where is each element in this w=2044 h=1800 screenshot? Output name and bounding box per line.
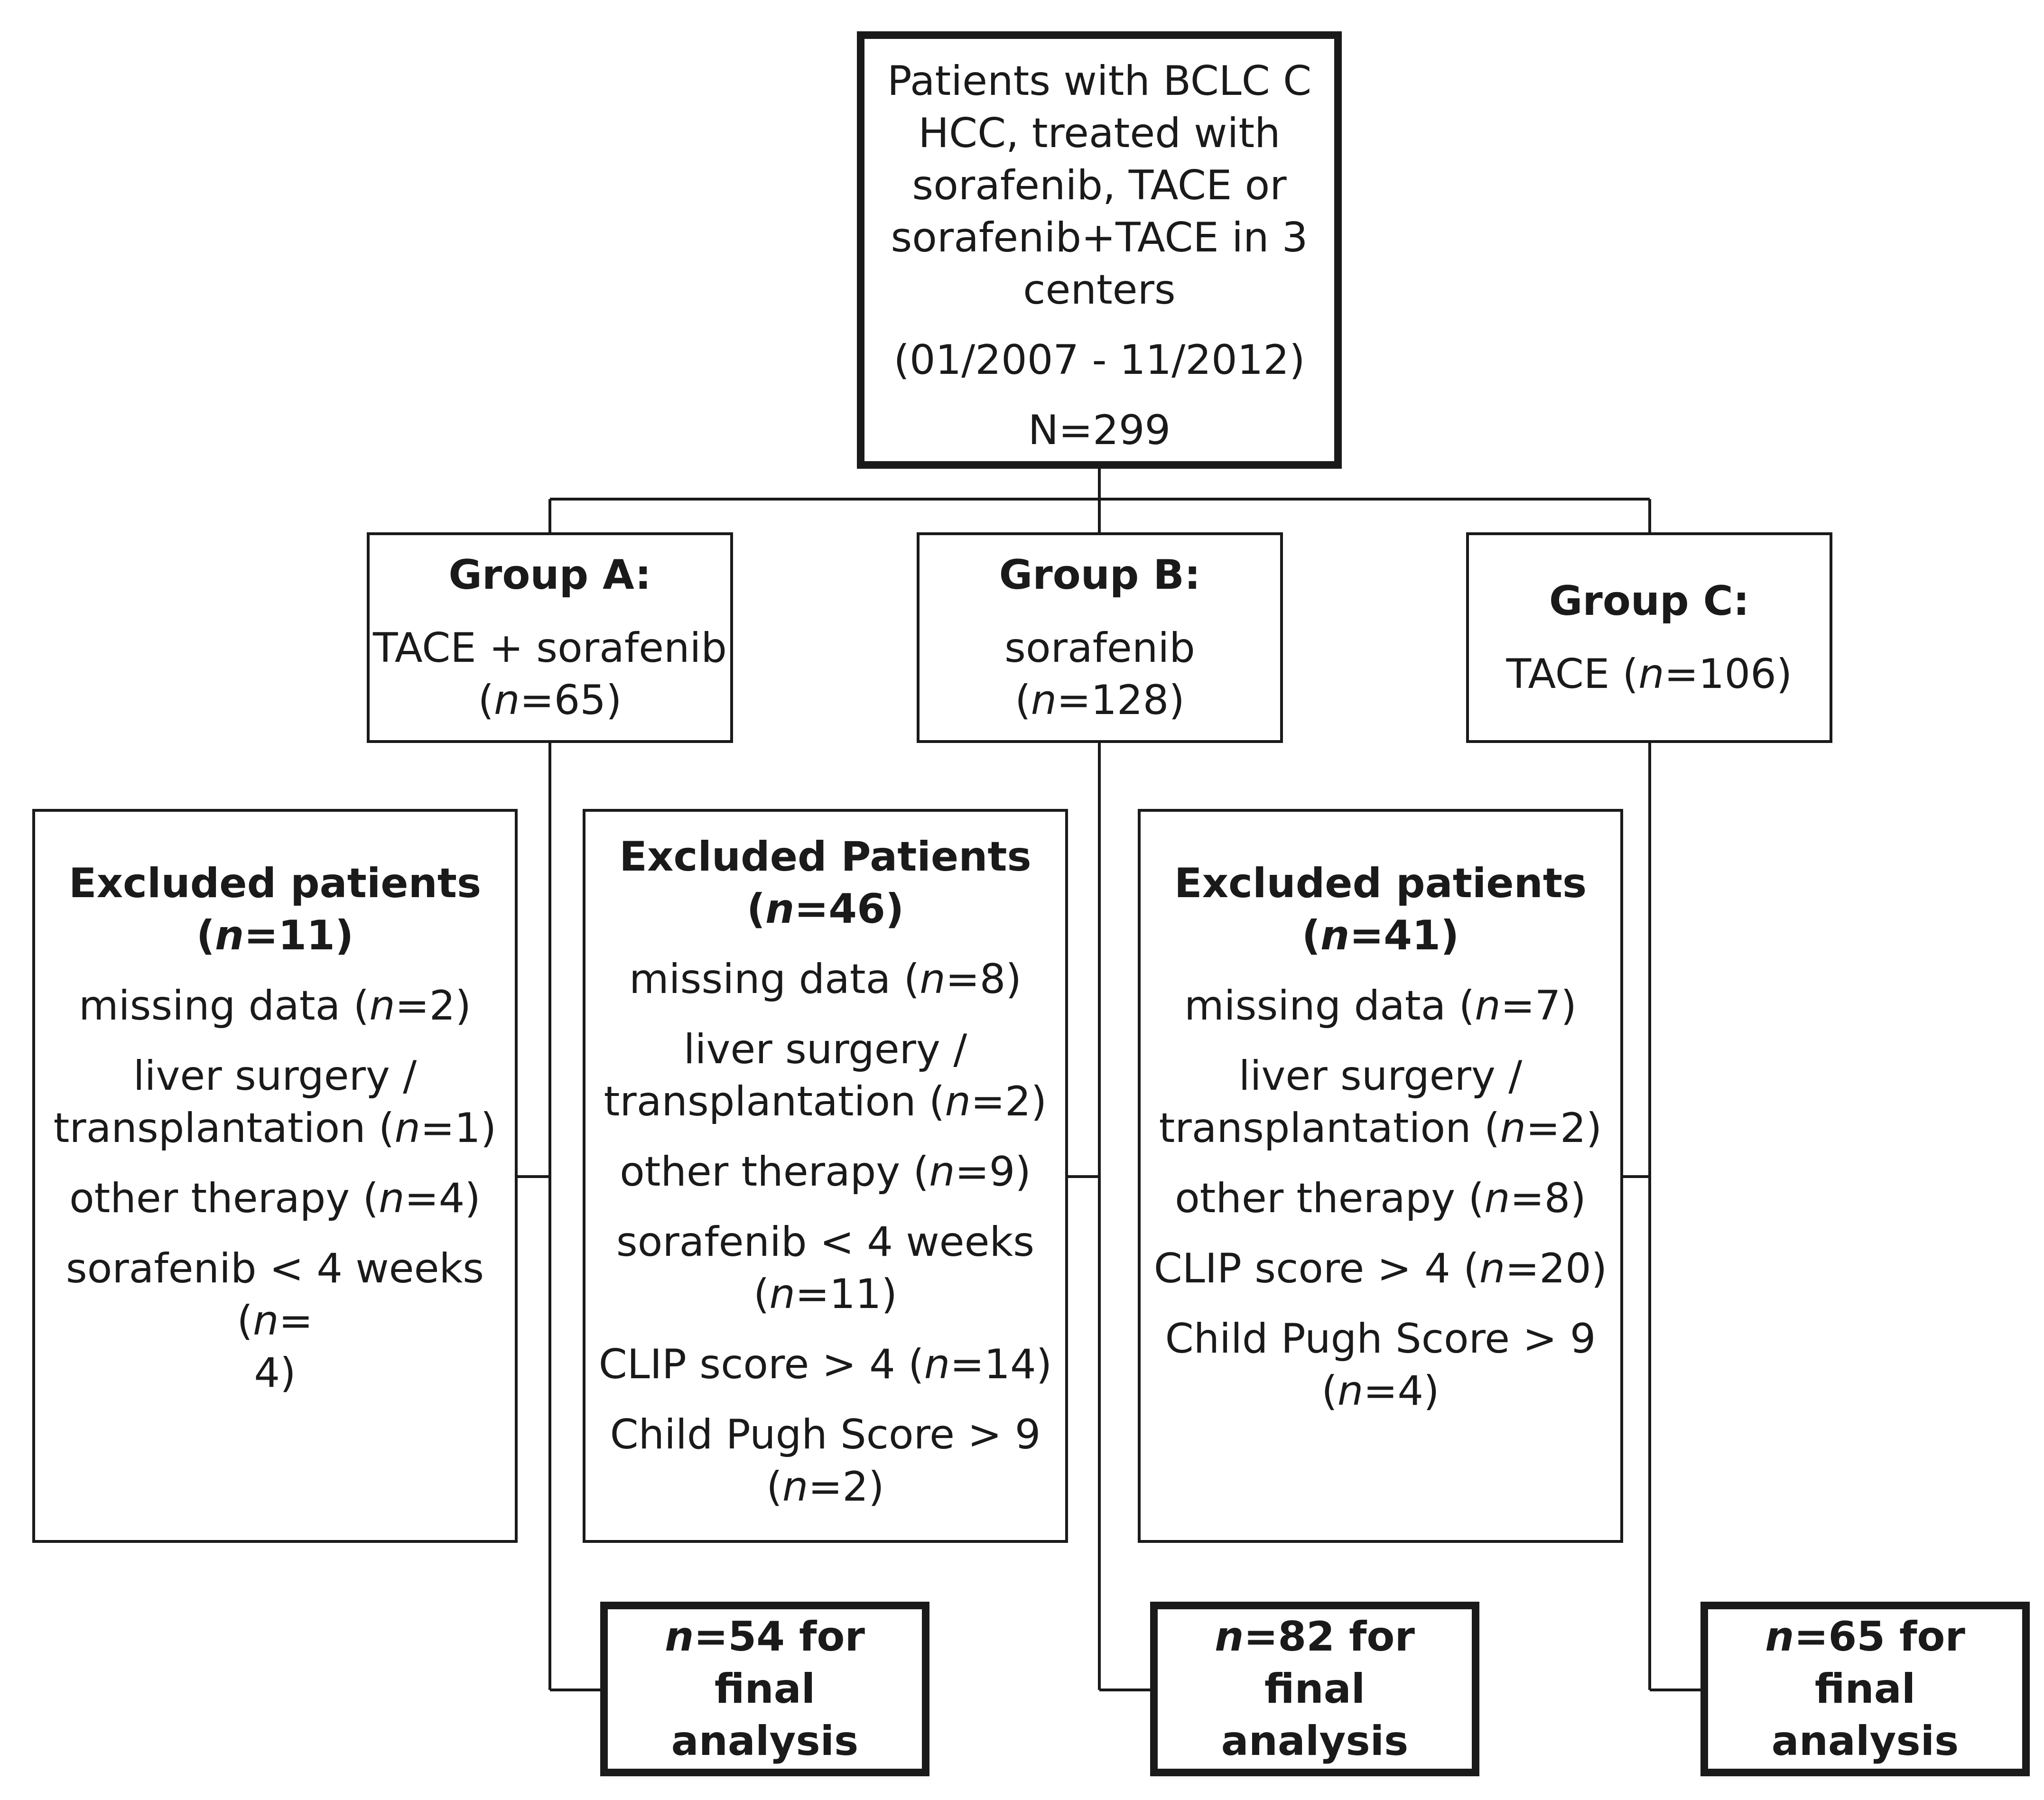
excluded-a-title: Excluded patients <box>68 860 482 907</box>
final-c-line1: n=65 for final <box>1765 1613 1965 1713</box>
group-a-box: Group A: TACE + sorafenib (n=65) <box>367 532 733 743</box>
exclusion-reason: liver surgery / <box>133 1052 417 1100</box>
exclusion-reason: transplantation (n=2) <box>1159 1104 1602 1152</box>
exclusion-reason: other therapy (n=8) <box>1175 1175 1586 1222</box>
exclusion-reason: (n=4) <box>1321 1367 1440 1415</box>
exclusion-reason: 4) <box>254 1349 296 1397</box>
final-b-line2: analysis <box>1221 1717 1409 1765</box>
exclusion-reason: Child Pugh Score > 9 <box>1165 1315 1596 1363</box>
final-c-line2: analysis <box>1771 1717 1959 1765</box>
exclusion-reason: liver surgery / <box>683 1026 967 1073</box>
exclusion-reason: missing data (n=7) <box>1184 982 1577 1030</box>
source-total: N=299 <box>1028 407 1171 454</box>
exclusion-reason: (n=11) <box>753 1271 898 1318</box>
exclusion-reason: liver surgery / <box>1238 1052 1523 1100</box>
final-a-line2: analysis <box>671 1717 859 1765</box>
excluded-c-box: Excluded patients (n=41) missing data (n… <box>1138 809 1623 1543</box>
excluded-b-box: Excluded Patients (n=46) missing data (n… <box>583 809 1068 1543</box>
source-line: Patients with BCLC C <box>887 57 1312 105</box>
group-c-treatment: TACE (n=106) <box>1506 650 1793 698</box>
exclusion-reason: (n=2) <box>766 1463 884 1511</box>
final-b-line1: n=82 for final <box>1215 1613 1415 1713</box>
final-a-line1: n=54 for final <box>665 1613 865 1713</box>
exclusion-reason: sorafenib < 4 weeks (n= <box>65 1245 484 1345</box>
excluded-b-count: (n=46) <box>746 885 904 933</box>
group-a-count: (n=65) <box>478 677 622 724</box>
exclusion-reason: missing data (n=2) <box>78 982 472 1030</box>
final-b-box: n=82 for final analysis <box>1150 1602 1479 1776</box>
group-c-heading: Group C: <box>1549 577 1750 625</box>
excluded-c-count: (n=41) <box>1301 912 1459 959</box>
source-line: centers <box>1023 266 1176 314</box>
excluded-b-title: Excluded Patients <box>619 833 1031 881</box>
exclusion-reason: CLIP score > 4 (n=14) <box>598 1341 1052 1388</box>
excluded-a-box: Excluded patients (n=11) missing data (n… <box>32 809 518 1543</box>
exclusion-reason: sorafenib < 4 weeks <box>616 1218 1035 1266</box>
source-line: HCC, treated with <box>918 110 1281 157</box>
exclusion-reason: other therapy (n=9) <box>620 1148 1031 1196</box>
exclusion-reason: transplantation (n=1) <box>53 1104 497 1152</box>
group-b-treatment: sorafenib (n=128) <box>1004 624 1195 724</box>
final-a-box: n=54 for final analysis <box>600 1602 929 1776</box>
group-b-box: Group B: sorafenib (n=128) <box>917 532 1283 743</box>
exclusion-reason: CLIP score > 4 (n=20) <box>1153 1245 1607 1292</box>
exclusion-reason: transplantation (n=2) <box>604 1078 1047 1125</box>
group-c-box: Group C: TACE (n=106) <box>1466 532 1832 743</box>
exclusion-reason: Child Pugh Score > 9 <box>610 1411 1041 1458</box>
excluded-a-count: (n=11) <box>196 912 354 959</box>
source-population-box: Patients with BCLC C HCC, treated with s… <box>857 31 1342 469</box>
source-period: (01/2007 - 11/2012) <box>893 336 1305 384</box>
source-line: sorafenib+TACE in 3 <box>891 214 1308 261</box>
final-c-box: n=65 for final analysis <box>1700 1602 2030 1776</box>
group-a-treatment: TACE + sorafenib <box>373 624 727 672</box>
group-b-heading: Group B: <box>999 551 1201 599</box>
source-line: sorafenib, TACE or <box>912 162 1287 209</box>
exclusion-reason: missing data (n=8) <box>629 956 1022 1003</box>
exclusion-reason: other therapy (n=4) <box>69 1175 481 1222</box>
excluded-c-title: Excluded patients <box>1174 860 1587 907</box>
group-a-heading: Group A: <box>448 551 651 599</box>
